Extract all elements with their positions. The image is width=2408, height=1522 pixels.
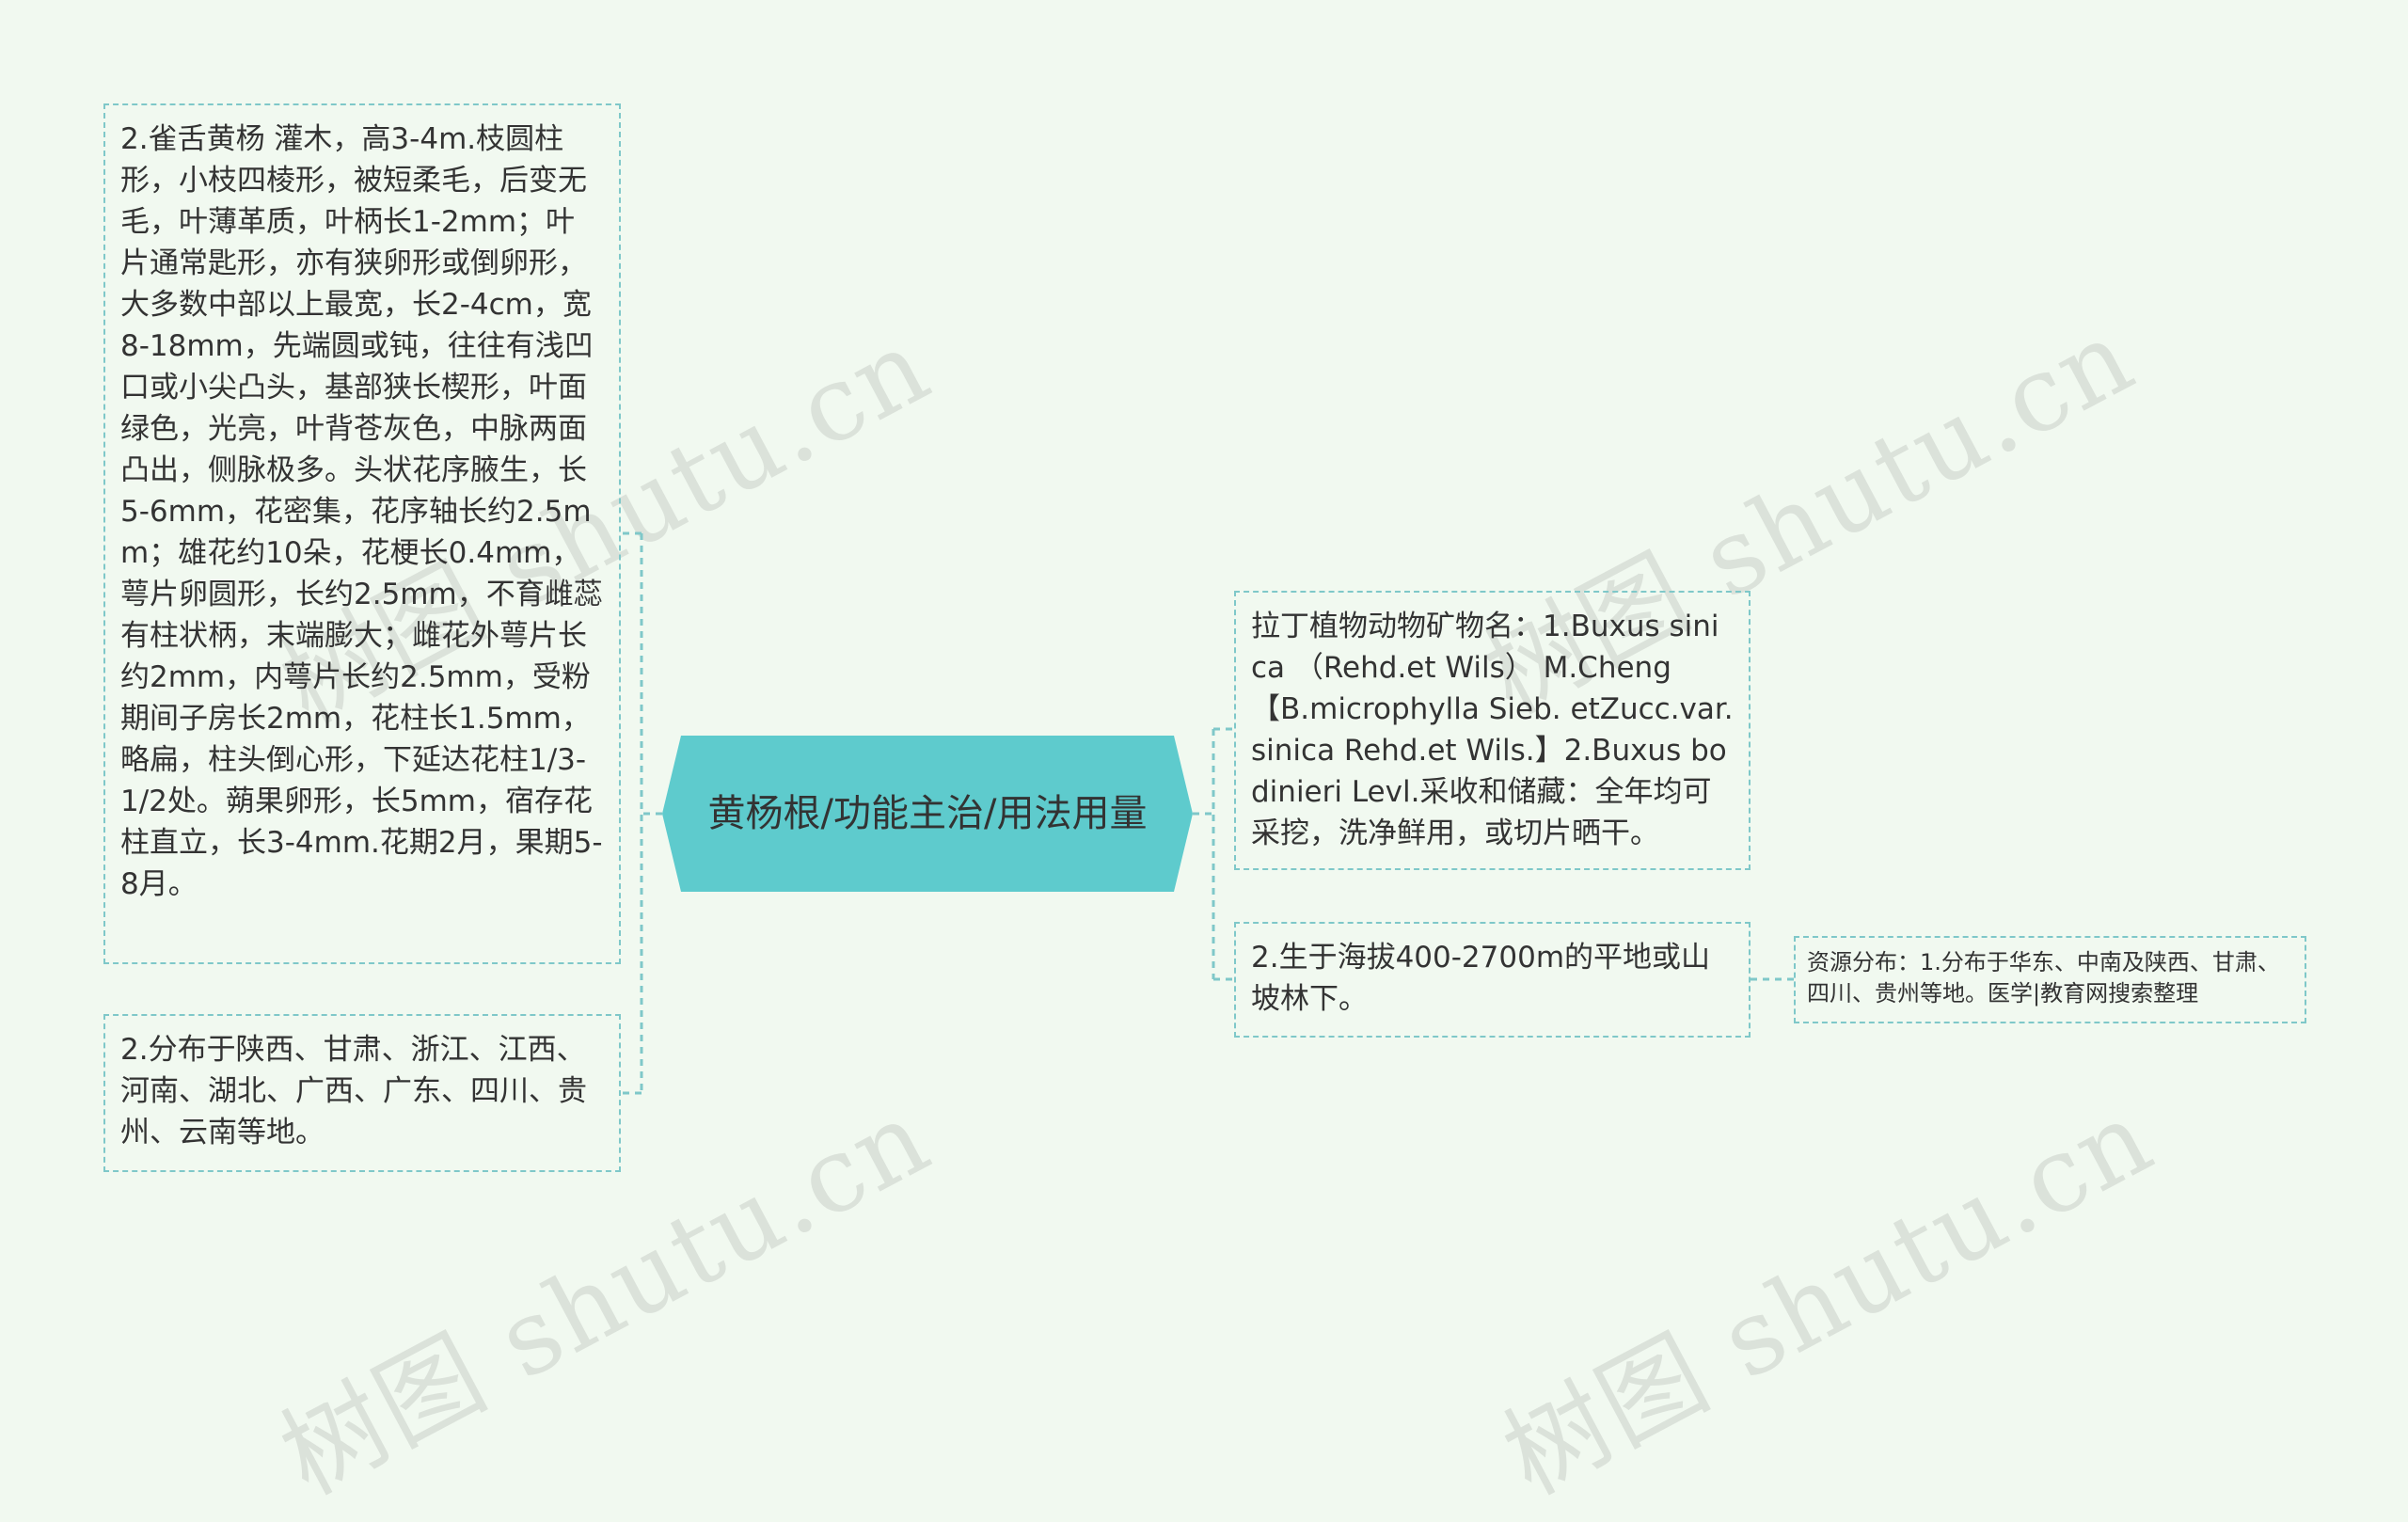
right-topic-habitat[interactable]: 2.生于海拔400-2700m的平地或山坡林下。 (1234, 922, 1751, 1038)
right-topic-latin-name[interactable]: 拉丁植物动物矿物名：1.Buxus sinica （Rehd.et Wils） … (1234, 591, 1751, 870)
connector-lines (621, 531, 1794, 1095)
central-topic-shape (662, 736, 1193, 892)
left-topic-distribution[interactable]: 2.分布于陕西、甘肃、浙江、江西、河南、湖北、广西、广东、四川、贵州、云南等地。 (103, 1014, 621, 1172)
right-subtopic-resource-distribution[interactable]: 资源分布：1.分布于华东、中南及陕西、甘肃、四川、贵州等地。医学|教育网搜索整理 (1794, 936, 2306, 1023)
central-topic[interactable]: 黄杨根/功能主治/用法用量 (662, 736, 1193, 892)
central-topic-label: 黄杨根/功能主治/用法用量 (707, 792, 1148, 835)
mind-map-canvas: 树图 shutu.cn 树图 shutu.cn 树图 shutu.cn 树图 s… (103, 103, 2306, 1517)
left-topic-description[interactable]: 2.雀舌黄杨 灌木，高3-4m.枝圆柱形，小枝四棱形，被短柔毛，后变无毛，叶薄革… (103, 103, 621, 964)
